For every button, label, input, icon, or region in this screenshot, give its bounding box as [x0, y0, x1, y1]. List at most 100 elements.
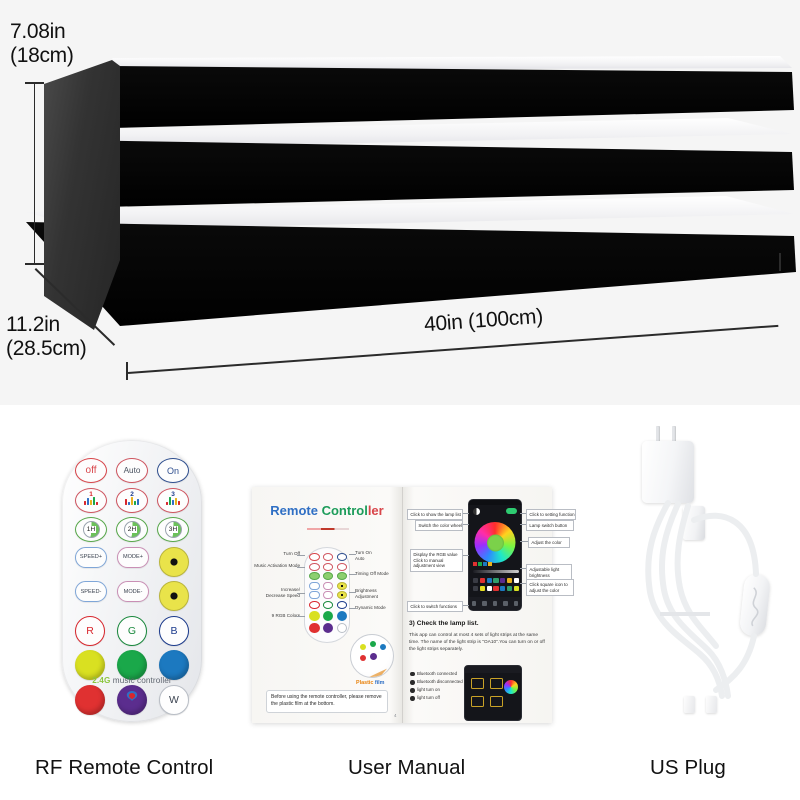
- app-screenshot-color-wheel: [468, 499, 522, 611]
- preset-swatch: [493, 586, 499, 592]
- diagram-swatch-blue: [336, 610, 347, 622]
- lamp-list-card: [490, 678, 503, 689]
- callout-display-rgb-value: Display the RGB value Click to manual ad…: [410, 549, 463, 572]
- remote-timer-2h-button[interactable]: 2H: [116, 517, 148, 542]
- music-mode-2-number: 2: [130, 491, 134, 498]
- manual-page-number: 4: [394, 713, 397, 718]
- remote-blue-button[interactable]: B: [159, 615, 189, 646]
- music-mode-1-number: 1: [89, 491, 93, 498]
- remote-color-swatch-yellowgreen[interactable]: [75, 650, 105, 680]
- remote-music-mode-1-button[interactable]: 1: [75, 487, 107, 513]
- diagram-swatch-green: [322, 610, 334, 622]
- caption-us-plug: US Plug: [650, 756, 726, 779]
- bullet-icon: [410, 696, 415, 701]
- shelf-tier-3-riser: [112, 66, 794, 128]
- bullet-item: Bluetooth disconnected: [410, 678, 463, 686]
- remote-color-swatch-green[interactable]: [117, 650, 147, 680]
- plastic-film-label: Plastic film: [356, 680, 384, 686]
- inline-controller-box: [738, 572, 772, 638]
- remote-color-swatch-blue[interactable]: [159, 650, 189, 680]
- remote-color-swatch-red[interactable]: [75, 684, 105, 715]
- remote-timer-1h-button[interactable]: 1H: [75, 517, 107, 542]
- remote-button-grid: off Auto On 1 2: [75, 458, 189, 719]
- remote-auto-button[interactable]: Auto: [116, 458, 148, 483]
- remote-mode-up-button[interactable]: MODE+: [117, 546, 149, 568]
- music-bars-icon: [84, 496, 98, 505]
- remote-timer-3h-button[interactable]: 3H: [157, 517, 189, 542]
- diagram-timer-2h: [322, 572, 334, 581]
- diagram-row-rgb: [309, 600, 347, 609]
- remote-white-button[interactable]: W: [159, 684, 189, 715]
- leader-line-rgb: [297, 616, 305, 617]
- lamp-list-card: [471, 678, 484, 689]
- app-color-wheel: [474, 522, 516, 563]
- remote-speed-up-button[interactable]: SPEED+: [75, 546, 107, 568]
- preset-swatch: [493, 578, 499, 584]
- remote-music-mode-2-button[interactable]: 2: [116, 487, 148, 513]
- leader-right-2: [463, 524, 469, 525]
- timer-clock-icon: 2H: [123, 521, 141, 538]
- rgb-swatch-g: [478, 562, 482, 566]
- diagram-speed-up: [309, 581, 320, 590]
- depth-dimension-label: 11.2in (28.5cm): [6, 313, 87, 360]
- diagram-on-button: [336, 553, 347, 561]
- preset-swatch: [473, 578, 479, 584]
- remote-music-mode-3-button[interactable]: 3: [157, 487, 189, 513]
- diagram-row-speed-lower: [309, 591, 347, 600]
- diagram-off-button: [309, 553, 320, 561]
- remote-row-speed-mode-bright-upper: SPEED+ MODE+: [75, 546, 189, 577]
- cable-coil-inner: [659, 501, 731, 699]
- preset-swatch: [479, 578, 485, 584]
- remote-row-music-mode: 1 2 3: [75, 487, 189, 513]
- timer-clock-icon: 1H: [82, 521, 100, 538]
- remote-on-button[interactable]: On: [157, 458, 189, 483]
- remote-row-rgb: R G B: [75, 615, 189, 646]
- wave-logo-icon: [751, 587, 759, 627]
- remote-green-button[interactable]: G: [117, 615, 147, 646]
- callout-switch-color-wheel: Switch the color wheel: [415, 520, 463, 532]
- preset-swatch: [473, 586, 479, 592]
- app-tab-icon: [503, 601, 508, 606]
- remote-off-button[interactable]: off: [75, 458, 107, 483]
- manual-warning-note: Before using the remote controller, plea…: [266, 690, 388, 713]
- height-dimension-line: [34, 82, 36, 264]
- diagram-row-swatch-bottom: [309, 622, 347, 634]
- remote-brand-suffix: music controller: [110, 676, 172, 685]
- bullet-label: Bluetooth disconnected: [416, 679, 463, 685]
- leader-line-turn-on: [349, 554, 356, 555]
- plug-prong-left: [656, 426, 660, 442]
- music-bars-icon: [125, 496, 139, 505]
- preset-swatch: [506, 586, 513, 592]
- bubble-swatch-b: [370, 641, 376, 647]
- remote-speed-down-button[interactable]: SPEED-: [75, 581, 107, 602]
- caption-user-manual: User Manual: [348, 756, 466, 779]
- music-mode-3-number: 3: [171, 491, 175, 498]
- bullet-label: Bluetooth connected: [416, 671, 458, 676]
- remote-red-button[interactable]: R: [75, 615, 105, 646]
- app-brightness-slider: [473, 570, 519, 573]
- remote-brand-label: 2.4G music controller: [62, 676, 202, 685]
- remote-brightness-up-button[interactable]: [159, 546, 189, 577]
- bullet-item: light turn on: [410, 686, 463, 694]
- manual-center-fold: [402, 487, 403, 723]
- manual-remote-diagram-grid: [309, 553, 347, 635]
- callout-turn-on-auto: Turn On Auto: [355, 550, 372, 561]
- preset-swatch: [506, 578, 513, 584]
- leader-line-music: [297, 567, 305, 568]
- app-tab-icon: [471, 601, 477, 606]
- preset-swatch: [486, 586, 492, 592]
- diagram-music-2: [322, 562, 334, 571]
- app-preset-row-1: [473, 578, 519, 584]
- bullet-icon: [410, 688, 415, 693]
- rgb-swatch-r: [473, 562, 477, 566]
- user-manual-booklet: Remote Controller: [252, 487, 576, 723]
- bubble-swatch-e: [370, 653, 377, 660]
- remote-mode-down-button[interactable]: MODE-: [117, 581, 149, 602]
- phone-status-bar: [469, 500, 521, 505]
- diagram-row-power: [309, 553, 347, 561]
- diagram-timer-1h: [309, 572, 320, 581]
- leader-right-8: [520, 568, 526, 569]
- preset-swatch: [513, 578, 519, 584]
- remote-brightness-down-button[interactable]: [159, 581, 189, 611]
- callout-turn-off: Turn Off: [283, 551, 300, 556]
